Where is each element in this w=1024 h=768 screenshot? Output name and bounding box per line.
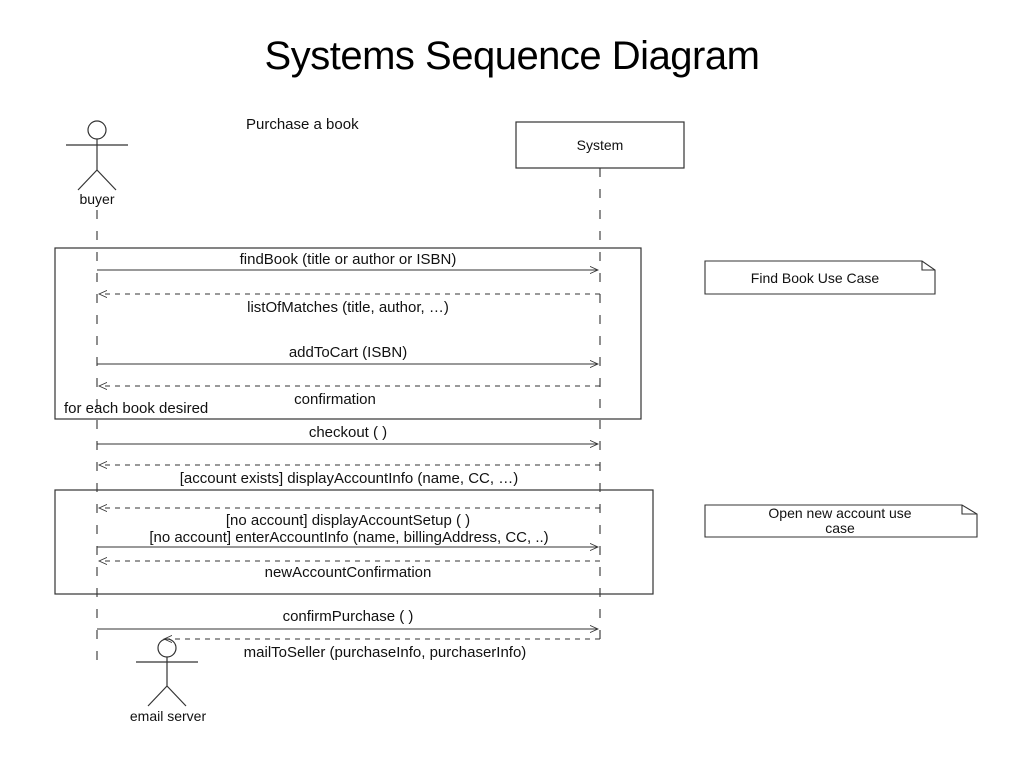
display-account-info-label: [account exists] displayAccountInfo (nam… bbox=[180, 470, 518, 487]
email-server-right-leg bbox=[166, 685, 187, 707]
message-confirmation: confirmation bbox=[99, 386, 600, 408]
note-open-new-account: Open new account use case bbox=[704, 504, 978, 538]
enter-account-info-label: [no account] enterAccountInfo (name, bil… bbox=[149, 529, 548, 546]
message-confirm-purchase: confirmPurchase ( ) bbox=[97, 608, 598, 629]
message-add-to-cart: addToCart (ISBN) bbox=[97, 344, 598, 364]
message-enter-account-info: [no account] enterAccountInfo (name, bil… bbox=[97, 529, 598, 547]
message-find-book: findBook (title or author or ISBN) bbox=[97, 251, 598, 270]
message-new-account-confirmation: newAccountConfirmation bbox=[99, 561, 600, 581]
email-server-left-leg bbox=[147, 685, 168, 707]
note-find-book-label: Find Book Use Case bbox=[751, 270, 880, 286]
diagram-caption: Purchase a book bbox=[246, 116, 359, 133]
mail-to-seller-label: mailToSeller (purchaseInfo, purchaserInf… bbox=[244, 644, 527, 661]
buyer-actor bbox=[66, 120, 128, 191]
alt-fragment bbox=[54, 489, 654, 595]
note-open-new-account-shape bbox=[704, 504, 978, 538]
note-find-book-shape bbox=[704, 260, 936, 295]
loop-fragment bbox=[54, 247, 642, 420]
buyer-label: buyer bbox=[79, 191, 114, 207]
slide-title: Systems Sequence Diagram bbox=[264, 34, 760, 78]
checkout-label: checkout ( ) bbox=[309, 424, 387, 441]
note-open-new-account-fold bbox=[961, 505, 977, 515]
message-display-account-setup: [no account] displayAccountSetup ( ) bbox=[99, 508, 600, 529]
email-server-label: email server bbox=[130, 708, 207, 724]
note-find-book: Find Book Use Case bbox=[704, 260, 936, 295]
note-open-new-account-line1: Open new account use bbox=[768, 505, 911, 521]
system-box bbox=[515, 121, 685, 169]
email-server-actor bbox=[136, 638, 198, 707]
system-label: System bbox=[577, 137, 624, 153]
note-find-book-fold bbox=[921, 261, 935, 271]
buyer-right-leg bbox=[96, 169, 117, 191]
buyer-head bbox=[87, 120, 107, 140]
display-account-setup-label: [no account] displayAccountSetup ( ) bbox=[226, 512, 470, 529]
loop-fragment-label: for each book desired bbox=[64, 400, 208, 417]
message-mail-to-seller: mailToSeller (purchaseInfo, purchaserInf… bbox=[164, 639, 600, 661]
confirmation-label: confirmation bbox=[294, 391, 376, 408]
message-list-of-matches: listOfMatches (title, author, …) bbox=[99, 294, 600, 316]
list-of-matches-label: listOfMatches (title, author, …) bbox=[247, 299, 449, 316]
note-open-new-account-line2: case bbox=[825, 520, 855, 536]
email-server-head bbox=[157, 638, 177, 658]
add-to-cart-label: addToCart (ISBN) bbox=[289, 344, 407, 361]
message-display-account-info: [account exists] displayAccountInfo (nam… bbox=[99, 465, 600, 487]
confirm-purchase-label: confirmPurchase ( ) bbox=[283, 608, 414, 625]
new-account-confirmation-label: newAccountConfirmation bbox=[265, 564, 432, 581]
buyer-left-leg bbox=[77, 169, 98, 191]
find-book-label: findBook (title or author or ISBN) bbox=[240, 251, 457, 268]
message-checkout: checkout ( ) bbox=[97, 424, 598, 444]
